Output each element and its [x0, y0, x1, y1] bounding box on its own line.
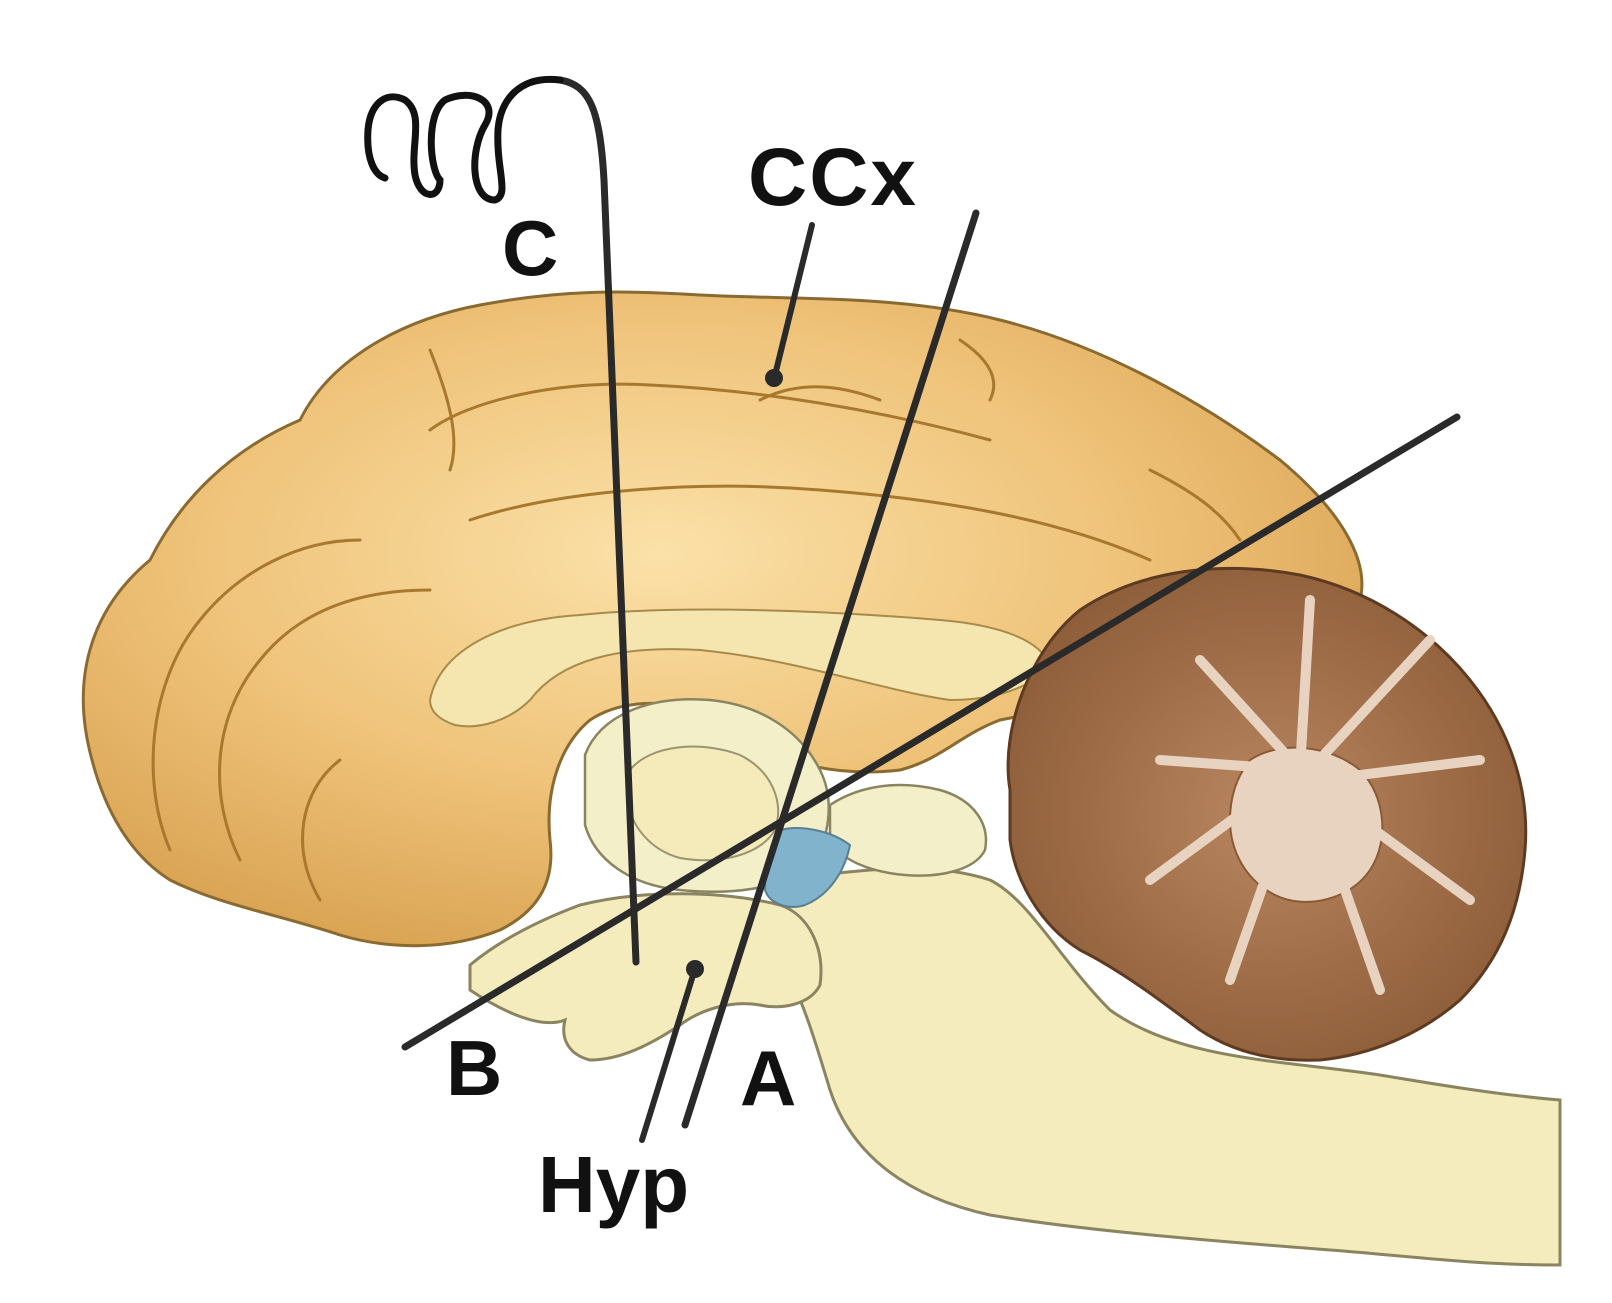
- electrode-track-c: [556, 76, 640, 966]
- cortex-sulci: [151, 338, 1242, 902]
- label-ccx: CCx: [748, 132, 918, 223]
- electrode-track-b: [401, 413, 1461, 1051]
- midbrain: [828, 783, 988, 877]
- label-c: C: [502, 204, 558, 292]
- hyp-marker-dot: [686, 960, 704, 978]
- ccx-leader-line: [772, 222, 815, 378]
- label-hyp: Hyp: [538, 1140, 689, 1229]
- thalamus-inner: [626, 745, 780, 862]
- hyp-leader-line: [639, 969, 697, 1143]
- cerebellum-folia: [1145, 595, 1485, 995]
- brainstem: [778, 866, 1562, 1267]
- hypothalamus: [468, 892, 823, 1062]
- label-a: A: [740, 1034, 796, 1122]
- electrode-coil-icon: [364, 75, 564, 204]
- electrode-track-a: [681, 209, 980, 1129]
- label-b: B: [446, 1024, 502, 1112]
- ccx-marker-dot: [765, 369, 783, 387]
